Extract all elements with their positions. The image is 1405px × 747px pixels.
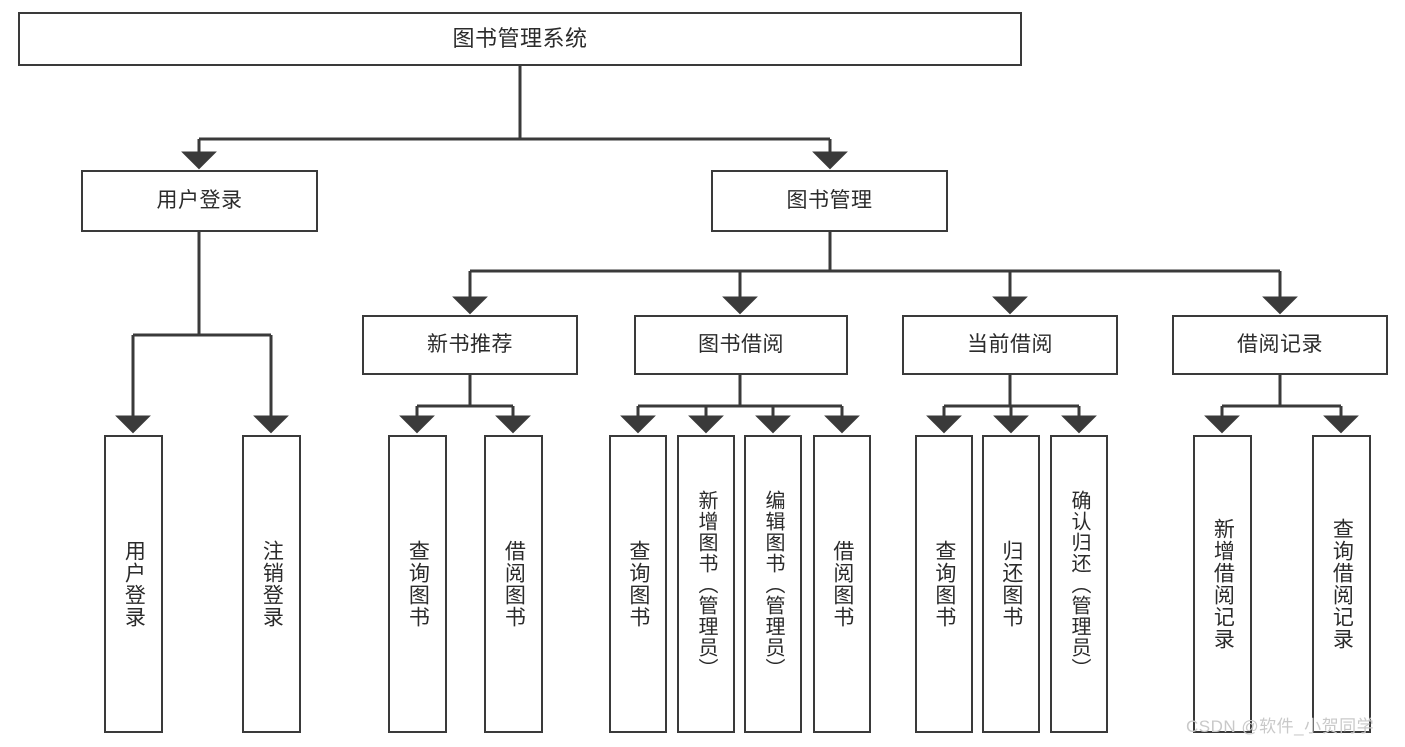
node-leaf-query-books-current[interactable]: 查询图书 — [915, 435, 973, 733]
node-current-borrowing[interactable]: 当前借阅 — [902, 315, 1118, 375]
node-label: 借阅图书 — [830, 540, 854, 628]
node-label: 查询图书 — [932, 540, 956, 628]
node-label: 归还图书 — [999, 540, 1023, 628]
node-label: 注销登录 — [260, 540, 284, 628]
node-leaf-add-borrow-record[interactable]: 新增借阅记录 — [1193, 435, 1252, 733]
node-label: 确认归还（管理员） — [1068, 489, 1090, 679]
node-label: 查询图书 — [626, 540, 650, 628]
node-label: 借阅图书 — [502, 540, 526, 628]
node-label: 查询借阅记录 — [1330, 518, 1354, 650]
node-root-book-management-system[interactable]: 图书管理系统 — [18, 12, 1022, 66]
node-label: 用户登录 — [122, 540, 146, 628]
node-label: 新书推荐 — [427, 333, 513, 357]
node-leaf-query-borrow-record[interactable]: 查询借阅记录 — [1312, 435, 1371, 733]
node-leaf-borrow-books-recommend[interactable]: 借阅图书 — [484, 435, 543, 733]
node-label: 当前借阅 — [967, 333, 1053, 357]
node-leaf-edit-book-admin[interactable]: 编辑图书（管理员） — [744, 435, 802, 733]
node-leaf-logout[interactable]: 注销登录 — [242, 435, 301, 733]
node-label: 图书管理 — [786, 189, 873, 213]
node-label: 新增借阅记录 — [1211, 518, 1235, 650]
node-leaf-add-book-admin[interactable]: 新增图书（管理员） — [677, 435, 735, 733]
node-leaf-query-books-recommend[interactable]: 查询图书 — [388, 435, 447, 733]
node-leaf-return-books[interactable]: 归还图书 — [982, 435, 1040, 733]
node-label: 图书管理系统 — [452, 25, 588, 51]
node-label: 图书借阅 — [698, 333, 784, 357]
node-book-management[interactable]: 图书管理 — [711, 170, 948, 232]
node-leaf-user-login[interactable]: 用户登录 — [104, 435, 163, 733]
node-leaf-borrow-books-borrowing[interactable]: 借阅图书 — [813, 435, 871, 733]
node-label: 新增图书（管理员） — [695, 489, 717, 679]
node-leaf-confirm-return-admin[interactable]: 确认归还（管理员） — [1050, 435, 1108, 733]
node-label: 用户登录 — [156, 189, 243, 213]
node-borrowing-records[interactable]: 借阅记录 — [1172, 315, 1388, 375]
node-user-login[interactable]: 用户登录 — [81, 170, 318, 232]
node-label: 借阅记录 — [1237, 333, 1323, 357]
node-book-borrowing[interactable]: 图书借阅 — [634, 315, 848, 375]
node-new-book-recommendation[interactable]: 新书推荐 — [362, 315, 578, 375]
node-label: 查询图书 — [406, 540, 430, 628]
watermark-text: CSDN @软件_小贺同学 — [1186, 717, 1375, 736]
node-leaf-query-books-borrowing[interactable]: 查询图书 — [609, 435, 667, 733]
node-label: 编辑图书（管理员） — [762, 489, 784, 679]
